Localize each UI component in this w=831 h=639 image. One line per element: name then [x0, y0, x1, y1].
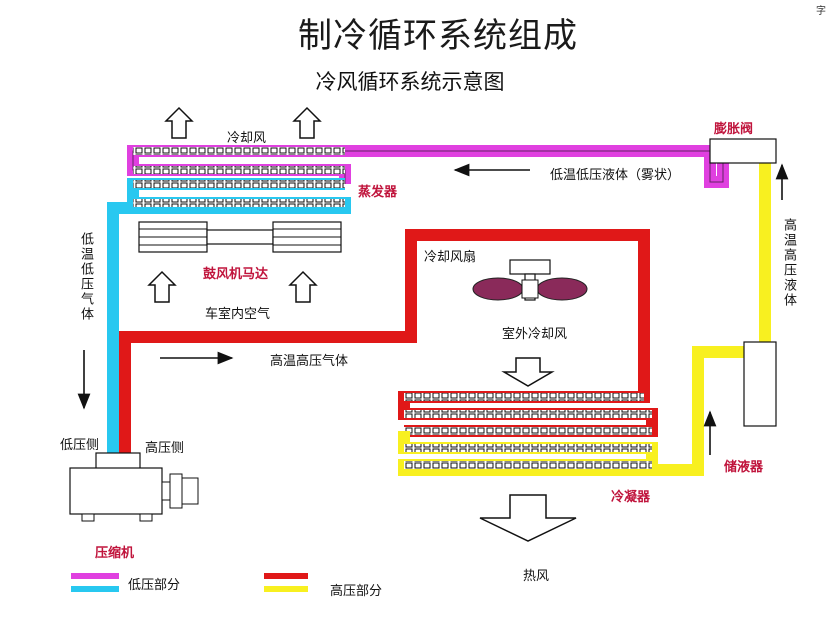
page-title: 制冷循环系统组成: [298, 16, 578, 56]
cabin-air-label: 车室内空气: [205, 307, 271, 322]
condenser-fan-label: 冷却风扇: [424, 250, 477, 265]
blower-motor-label: 鼓风机马达: [203, 267, 269, 282]
evaporator-coil: [107, 145, 729, 455]
low-pressure-side-label: 低压侧: [60, 438, 100, 453]
flow-arrows: [77, 163, 789, 455]
condenser-fan: [472, 259, 588, 301]
legend-high-pressure: 高压部分: [330, 584, 383, 599]
receiver-drier-label: 储液器: [724, 460, 764, 475]
compressor-label: 压缩机: [95, 546, 135, 561]
condenser-label: 冷凝器: [611, 490, 651, 505]
high-pressure-liquid-line: [398, 160, 771, 476]
high-temp-gas-label: 高温高压气体: [270, 354, 349, 369]
expansion-valve-label: 膨胀阀: [714, 122, 754, 137]
outdoor-air-label: 室外冷却风: [502, 327, 568, 342]
high-pressure-side-label: 高压侧: [145, 441, 185, 456]
evaporator-label: 蒸发器: [358, 185, 398, 200]
high-pressure-gas-line: [119, 229, 658, 455]
receiver-drier: [743, 341, 777, 427]
low-temp-liquid-label: 低温低压液体（雾状）: [550, 168, 681, 183]
expansion-valve: [709, 138, 777, 164]
corner-mark: 字: [816, 6, 826, 17]
low-temp-gas-label: 低温低压气体: [78, 232, 93, 322]
compressor: [69, 452, 199, 522]
legend-low-pressure: 低压部分: [128, 578, 181, 593]
diagram-subtitle: 冷风循环系统示意图: [315, 70, 505, 94]
cold-wind-label: 冷却风: [227, 131, 267, 146]
air-down-arrows: [479, 357, 577, 542]
blower-motor: [138, 221, 342, 253]
legend-swatches: [71, 573, 308, 592]
hot-air-label: 热风: [523, 569, 550, 584]
air-up-arrows: [147, 106, 322, 303]
high-temp-liquid-label: 高温高压液体: [781, 218, 796, 308]
